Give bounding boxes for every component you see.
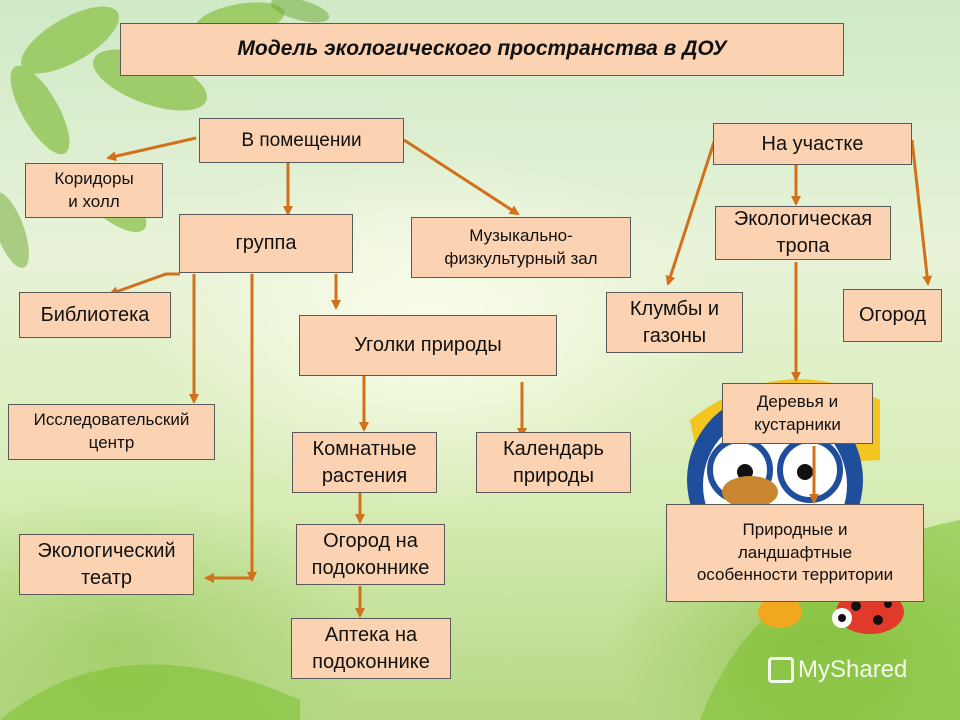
arrow-indoor-music bbox=[403, 138, 520, 216]
node-houseplants: Комнатные растения bbox=[292, 432, 437, 493]
node-indoor: В помещении bbox=[199, 118, 404, 163]
node-eco-theater: Экологический театр bbox=[19, 534, 194, 595]
arrow-site-vegetable bbox=[910, 139, 933, 286]
diagram-title: Модель экологического пространства в ДОУ bbox=[120, 23, 844, 76]
node-windowsill-garden: Огород на подоконнике bbox=[296, 524, 445, 585]
node-trees-shrubs: Деревья и кустарники bbox=[722, 383, 873, 444]
node-flowerbeds: Клумбы и газоны bbox=[606, 292, 743, 353]
node-group: группа bbox=[179, 214, 353, 273]
node-library: Библиотека bbox=[19, 292, 171, 338]
myshared-logo-icon bbox=[768, 657, 794, 683]
node-research-center: Исследовательский центр bbox=[8, 404, 215, 460]
arrow-group-theater bbox=[108, 272, 180, 297]
node-site: На участке bbox=[713, 123, 912, 165]
ladybug-small-illustration bbox=[758, 596, 802, 628]
node-eco-trail: Экологическая тропа bbox=[715, 206, 891, 260]
watermark-text: MyShared bbox=[798, 656, 908, 683]
node-vegetable-garden: Огород bbox=[843, 289, 942, 342]
node-windowsill-pharmacy: Аптека на подоконнике bbox=[291, 618, 451, 679]
watermark: MyShared bbox=[768, 656, 907, 684]
node-nature-corners: Уголки природы bbox=[299, 315, 557, 376]
node-landscape: Природные и ландшафтные особенности терр… bbox=[666, 504, 924, 602]
node-music-hall: Музыкально- физкультурный зал bbox=[411, 217, 631, 278]
node-corridors: Коридоры и холл bbox=[25, 163, 163, 218]
arrow-indoor-corridors bbox=[106, 136, 197, 162]
node-nature-calendar: Календарь природы bbox=[476, 432, 631, 493]
arrow-site-flowerbeds bbox=[665, 141, 716, 286]
